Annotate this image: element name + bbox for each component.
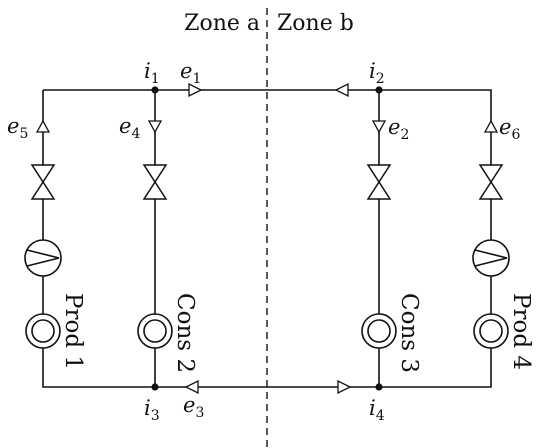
unit-prod-4-label: Prod 4 <box>508 293 534 370</box>
node-i3-dot <box>151 383 159 391</box>
node-i4-label: i4 <box>369 396 385 424</box>
edge-e5-label: e5 <box>7 114 28 142</box>
junction-nodes <box>151 86 383 391</box>
zone-a-label: Zone a <box>184 11 260 36</box>
edge-e6-label: e6 <box>499 115 520 143</box>
valve-cons-3 <box>366 164 392 200</box>
edge-e4-label: e4 <box>119 114 140 142</box>
flow-arrows <box>35 82 499 395</box>
unit-prod-1-label: Prod 1 <box>60 293 86 370</box>
node-i1-label: i1 <box>144 59 160 87</box>
edge-e3-label: e3 <box>183 393 204 421</box>
zone-b-label: Zone b <box>277 11 354 36</box>
unit-cons-2-label: Cons 2 <box>172 293 198 373</box>
exchanger-cons-2 <box>137 313 173 349</box>
edge-e2-arrow-down <box>371 120 387 134</box>
edge-e3-arrow-left <box>184 379 199 395</box>
node-i2-dot <box>375 86 383 94</box>
edge-e1-arrow-right <box>188 82 203 98</box>
exchanger-prod-1 <box>25 313 61 349</box>
valve-prod-4 <box>478 164 504 200</box>
edge-e2-top-arrow-left <box>334 82 349 98</box>
edge-e6-arrow-up <box>483 119 499 133</box>
edge-e4-arrow-down <box>147 120 163 134</box>
exchanger-cons-3 <box>361 313 397 349</box>
edge-e1-label: e1 <box>180 59 201 87</box>
unit-cons-3-label: Cons 3 <box>396 293 422 373</box>
node-i4-dot <box>375 383 383 391</box>
edge-e5-arrow-up <box>35 119 51 133</box>
node-i1-dot <box>151 86 159 94</box>
exchanger-prod-4 <box>473 313 509 349</box>
valve-prod-1 <box>30 164 56 200</box>
pump-prod-4 <box>472 239 510 277</box>
node-i3-label: i3 <box>144 396 160 424</box>
edge-e2-label: e2 <box>388 115 409 143</box>
valve-cons-2 <box>142 164 168 200</box>
pump-prod-1 <box>24 239 62 277</box>
edge-e4-bottom-arrow-right <box>337 379 352 395</box>
node-i2-label: i2 <box>369 59 385 87</box>
valves <box>30 164 504 200</box>
